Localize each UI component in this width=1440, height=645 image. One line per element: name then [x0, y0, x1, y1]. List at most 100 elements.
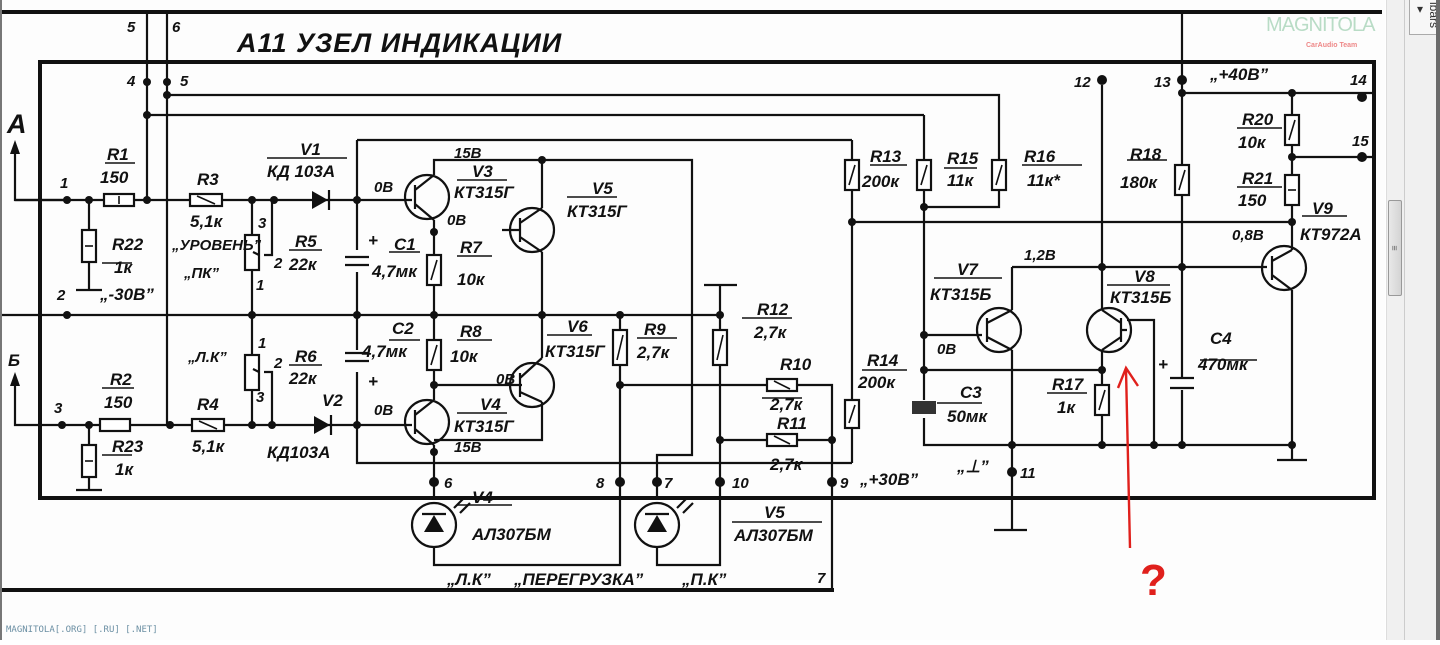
diagram-components-v8-name-label: V8 — [1134, 267, 1155, 286]
scrollbar-thumb[interactable]: ≡ — [1388, 200, 1402, 296]
diagram-components-v7-name-label: V7 — [957, 260, 979, 279]
leds — [410, 497, 694, 549]
diagram-components-led5-value-label: АЛ307БМ — [733, 526, 814, 545]
diodes — [312, 190, 333, 435]
diagram-pins-p2-label: 2 — [56, 287, 66, 304]
diagram-components-r11-name-label: R11 — [777, 414, 807, 433]
diagram-components-v4-value-label: КТ315Г — [454, 417, 515, 436]
diagram-components-led4-name-label: V4 — [472, 488, 493, 507]
diagram-pins-p4-label: 4 — [126, 73, 136, 90]
diagram-components-r21-name-label: R21 — [1242, 169, 1273, 188]
side-panel: lbars ▾ — [1404, 0, 1440, 640]
diagram-components-r2-value-label: 150 — [104, 393, 133, 412]
diagram-components-r23-value-label: 1к — [115, 460, 134, 479]
diagram-components-r1-name-label: R1 — [107, 145, 129, 164]
diagram-labels-bottom_lk-label: „Л.К” — [446, 570, 491, 589]
diagram-components-r15-name-label: R15 — [947, 149, 979, 168]
diagram-components-v8-value-label: КТ315Б — [1110, 288, 1171, 307]
diagram-pins-p7b-label: 7 — [817, 570, 826, 587]
diagram-voltages-plus30-label: „+30В” — [859, 470, 919, 489]
diagram-components-v2-value-label: КД103А — [267, 443, 330, 462]
diagram-pins-p6-label: 6 — [444, 475, 453, 492]
diagram-labels-lk-label: „Л.К” — [187, 349, 227, 366]
diagram-components-v5-name-label: V5 — [592, 179, 613, 198]
diagram-pins-p6top-label: 6 — [172, 19, 181, 36]
diagram-voltages-v3_collector-label: 15В — [454, 145, 482, 162]
led-v4 — [410, 497, 471, 549]
diagram-labels-plus-label: + — [1158, 355, 1168, 374]
diagram-components-r14-value-label: 200к — [857, 373, 896, 392]
diagram-voltages-v3_base-label: 0В — [374, 179, 393, 196]
diagram-pins-p5top-label: 5 — [127, 19, 136, 36]
diagram-components-c4-name-label: C4 — [1210, 329, 1232, 348]
diagram-pins-p11-label: 11 — [1020, 465, 1036, 482]
diagram-voltages-minus30-label: „-30В” — [99, 285, 154, 304]
vertical-scrollbar[interactable]: ≡ — [1386, 0, 1404, 640]
diagram-components-r7-value-label: 10к — [457, 270, 486, 289]
diagram-components-v6-name-label: V6 — [567, 317, 588, 336]
diagram-components-r3-value-label: 5,1к — [190, 212, 224, 231]
diagram-title: A11 УЗЕЛ ИНДИКАЦИИ — [236, 28, 562, 58]
diagram-voltages-v4_collector-label: 15В — [454, 439, 482, 456]
diagram-pins-p1-label: 1 — [60, 175, 68, 192]
transistor-v4 — [403, 398, 451, 446]
diagram-components-r12-value-label: 2,7к — [753, 323, 788, 342]
red-annotation: ? — [1116, 365, 1167, 605]
diagram-components-c4-value-label: 470мк — [1197, 355, 1249, 374]
diagram-pins-p13-label: 13 — [1154, 74, 1171, 91]
diagram-components-c3-value-label: 50мк — [947, 407, 988, 426]
diagram-components-r4-value-label: 5,1к — [192, 437, 226, 456]
diagram-components-r9-value-label: 2,7к — [636, 343, 671, 362]
diagram-pins-p8-label: 8 — [596, 475, 605, 492]
diagram-components-c3-name-label: C3 — [960, 383, 982, 402]
grip-icon: ≡ — [1389, 245, 1400, 251]
diagram-pins-p3-label: 3 — [54, 400, 63, 417]
diagram-pins-p12-label: 12 — [1074, 74, 1091, 91]
diagram-components-r16-name-label: R16 — [1024, 147, 1056, 166]
diagram-labels-pot_a-2-label: 1 — [256, 277, 264, 294]
diagram-components-r18-name-label: R18 — [1130, 145, 1162, 164]
diagram-labels-pot_b-0-label: 1 — [258, 335, 266, 352]
diagram-components-c1-value-label: 4,7мк — [371, 262, 418, 281]
diagram-voltages-v6_base-label: 0В — [496, 371, 515, 388]
diagram-components-r5-value-label: 22к — [288, 255, 318, 274]
diagram-components-r9-name-label: R9 — [644, 320, 666, 339]
diagram-components-r18-value-label: 180к — [1120, 173, 1158, 192]
watermark-logo: MAGNITOLA CarAudio Team — [1266, 14, 1382, 54]
diagram-pins-p15-label: 15 — [1352, 133, 1369, 150]
diagram-components-r22-value-label: 1к — [114, 258, 133, 277]
diagram-components-r17-name-label: R17 — [1052, 375, 1085, 394]
footer-watermark-text: MAGNITOLA[.ORG] [.RU] [.NET] — [6, 625, 158, 635]
diagram-components-led4-value-label: АЛ307БМ — [471, 525, 552, 544]
transistor-v8 — [1085, 306, 1133, 354]
diagram-components-v7-value-label: КТ315Б — [930, 285, 991, 304]
diagram-components-r1-value-label: 150 — [100, 168, 129, 187]
diagram-labels-pot_a-0-label: 3 — [258, 215, 267, 232]
transistor-v3 — [403, 173, 451, 221]
diagram-components-r6-value-label: 22к — [288, 369, 318, 388]
vertical-resistors — [425, 113, 1301, 430]
diagram-labels-pot_b-2-label: 3 — [256, 389, 265, 406]
diagram-components-r12-name-label: R12 — [757, 300, 789, 319]
diagram-components-v6-value-label: КТ315Г — [545, 342, 606, 361]
diagram-labels-overload-label: „ПЕРЕГРУЗКА” — [513, 570, 644, 589]
diagram-pins-p9-label: 9 — [840, 475, 849, 492]
diagram-components-v3-name-label: V3 — [472, 162, 493, 181]
diagram-components-r23-name-label: R23 — [112, 437, 144, 456]
diagram-components-c1-name-label: C1 — [394, 235, 416, 254]
diagram-components-r10-name-label: R10 — [780, 355, 812, 374]
diagram-components-r3-name-label: R3 — [197, 170, 219, 189]
diagram-labels-bottom_pk-label: „П.К” — [681, 570, 727, 589]
led-v5 — [633, 497, 694, 549]
diagram-components-v1-name-label: V1 — [300, 140, 321, 159]
diagram-components-r10-value-label: 2,7к — [769, 395, 804, 414]
window-edge — [1436, 0, 1440, 640]
watermark-sub: CarAudio Team — [1306, 42, 1358, 49]
diagram-components-r7-name-label: R7 — [460, 238, 483, 257]
diagram-labels-pot_a-1-label: 2 — [273, 255, 283, 272]
capacitors — [345, 255, 1194, 414]
transistors — [403, 173, 1308, 446]
toolbars-tab[interactable]: lbars ▾ — [1409, 0, 1440, 35]
diagram-labels-plus-label: + — [368, 231, 378, 250]
diagram-components-r22-name-label: R22 — [112, 235, 144, 254]
